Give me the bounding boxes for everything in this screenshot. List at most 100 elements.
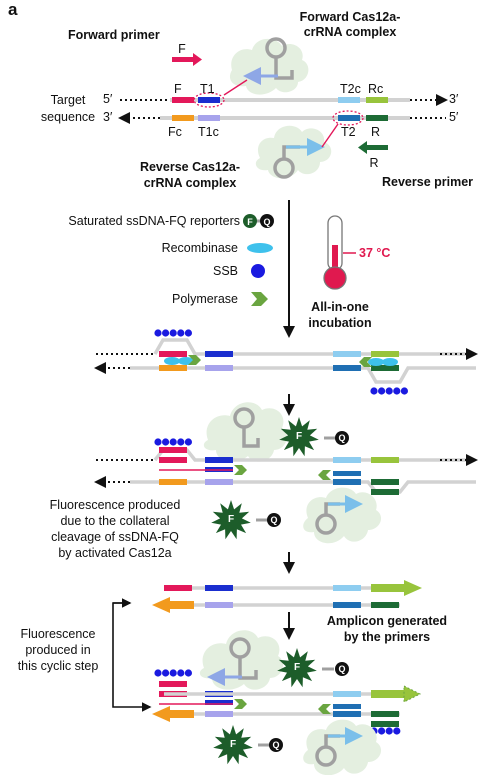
legend-ssb-icon bbox=[251, 264, 265, 278]
primer-r-label: R bbox=[369, 156, 379, 170]
target-top-strand bbox=[120, 94, 448, 106]
ssb-icon bbox=[184, 669, 192, 677]
quencher-q-letter: Q bbox=[338, 433, 346, 443]
forward-complex-label-2: crRNA complex bbox=[303, 25, 397, 39]
five-prime-left: 5′ bbox=[103, 92, 113, 106]
segment-r-label: R bbox=[371, 125, 381, 139]
panel-label: a bbox=[8, 0, 18, 19]
fluor-desc-3: cleavage of ssDNA-FQ bbox=[51, 530, 179, 544]
star-f-letter: F bbox=[295, 431, 303, 442]
segment-t1-label: T1 bbox=[200, 82, 215, 96]
forward-complex-label-1: Forward Cas12a- bbox=[299, 10, 401, 24]
cyclic-label-3: this cyclic step bbox=[17, 659, 99, 673]
reverse-primer-arrow-icon bbox=[358, 141, 388, 154]
legend-recombinase-icon bbox=[247, 243, 273, 253]
segment-t2-label: T2 bbox=[341, 125, 356, 139]
legend-q-letter: Q bbox=[263, 216, 271, 227]
ssb-icon bbox=[184, 329, 192, 337]
amplicon-strands bbox=[152, 580, 422, 613]
three-prime-left: 3′ bbox=[103, 110, 113, 124]
legend-ssb-label: SSB bbox=[212, 264, 238, 278]
forward-complex-cloud-icon bbox=[229, 38, 309, 95]
fluorophore-star-burst-icon bbox=[277, 648, 317, 688]
ssb-row bbox=[154, 329, 192, 337]
fluor-desc-1: Fluorescence produced bbox=[49, 498, 181, 512]
quencher-icon bbox=[324, 431, 349, 445]
ssb-icon bbox=[177, 669, 185, 677]
legend-reporter-icon bbox=[243, 214, 274, 228]
ssb-icon bbox=[385, 727, 393, 735]
ssb-icon bbox=[184, 438, 192, 446]
ssb-icon bbox=[400, 387, 408, 395]
fluor-desc-2: due to the collateral bbox=[60, 514, 170, 528]
step4-cloud-icon bbox=[199, 630, 284, 690]
ssb-icon bbox=[177, 438, 185, 446]
ssb-icon bbox=[154, 438, 162, 446]
segment-t1c-label: T1c bbox=[198, 125, 219, 139]
incubation-label-1: All-in-one bbox=[311, 300, 369, 314]
star-f-letter: F bbox=[227, 514, 235, 525]
star-f-letter: F bbox=[293, 662, 301, 673]
quencher-icon bbox=[322, 662, 349, 676]
t2-dotted-ellipse-icon bbox=[332, 110, 364, 126]
star-burst-shape bbox=[211, 500, 251, 540]
ssb-icon bbox=[169, 329, 177, 337]
ssb-icon bbox=[393, 387, 401, 395]
cycle-bracket-icon bbox=[112, 602, 152, 712]
step2-lower-cloud-icon bbox=[303, 487, 382, 544]
segment-t2c-label: T2c bbox=[340, 82, 361, 96]
forward-primer-label: Forward primer bbox=[68, 28, 160, 42]
fluorophore-star-burst-icon bbox=[211, 500, 251, 540]
fluorophore-star-burst-icon bbox=[279, 417, 319, 457]
legend-polymerase-label: Polymerase bbox=[172, 292, 238, 306]
step2-cloud-icon bbox=[203, 402, 288, 462]
ssb-icon bbox=[162, 329, 170, 337]
fluorophore-star-burst-icon bbox=[213, 725, 253, 765]
ssb-icon bbox=[378, 387, 386, 395]
step4-strands bbox=[152, 681, 422, 727]
segment-f-label: F bbox=[174, 82, 182, 96]
star-burst-shape bbox=[213, 725, 253, 765]
legend-polymerase-icon bbox=[251, 292, 268, 306]
star-f-letter: F bbox=[229, 739, 237, 750]
t1-dotted-ellipse-icon bbox=[193, 92, 225, 108]
amplicon-label-2: by the primers bbox=[343, 630, 431, 644]
step2-strands bbox=[94, 447, 478, 495]
ssb-icon bbox=[177, 329, 185, 337]
temperature-label: 37 °C bbox=[359, 246, 391, 260]
cyclic-label-1: Fluorescence bbox=[20, 627, 96, 641]
legend-recombinase-label: Recombinase bbox=[161, 241, 238, 255]
step4-lower-cloud-icon bbox=[303, 719, 382, 775]
quencher-q-letter: Q bbox=[272, 740, 280, 750]
three-prime-right: 3′ bbox=[449, 92, 459, 106]
quencher-icon bbox=[258, 738, 283, 752]
step1-strands bbox=[94, 338, 478, 384]
forward-hairpin-icon bbox=[265, 37, 294, 80]
target-bottom-strand bbox=[118, 112, 446, 124]
target-label-1: Target bbox=[50, 93, 86, 107]
forward-primer-arrow-icon bbox=[172, 53, 202, 66]
thermometer-icon bbox=[323, 215, 356, 290]
primer-f-label: F bbox=[178, 42, 186, 56]
segment-fc-label: Fc bbox=[168, 125, 182, 139]
legend-f-letter: F bbox=[247, 216, 253, 227]
ssb-icon bbox=[154, 329, 162, 337]
ssb-icon bbox=[162, 669, 170, 677]
step1-proteins bbox=[164, 355, 398, 367]
ssb-icon bbox=[370, 387, 378, 395]
quencher-q-letter: Q bbox=[270, 515, 278, 525]
ssb-row bbox=[154, 438, 192, 446]
ssb-icon bbox=[154, 669, 162, 677]
ssb-icon bbox=[385, 387, 393, 395]
ssb-icon bbox=[169, 669, 177, 677]
amplicon-label-1: Amplicon generated bbox=[326, 614, 448, 628]
star-burst-shape bbox=[279, 417, 319, 457]
ssb-icon bbox=[169, 438, 177, 446]
ssb-icon bbox=[378, 727, 386, 735]
ssb-icon bbox=[162, 438, 170, 446]
ssb-row bbox=[154, 669, 192, 677]
reverse-primer-label: Reverse primer bbox=[382, 175, 474, 189]
reverse-complex-pointer bbox=[321, 123, 339, 148]
